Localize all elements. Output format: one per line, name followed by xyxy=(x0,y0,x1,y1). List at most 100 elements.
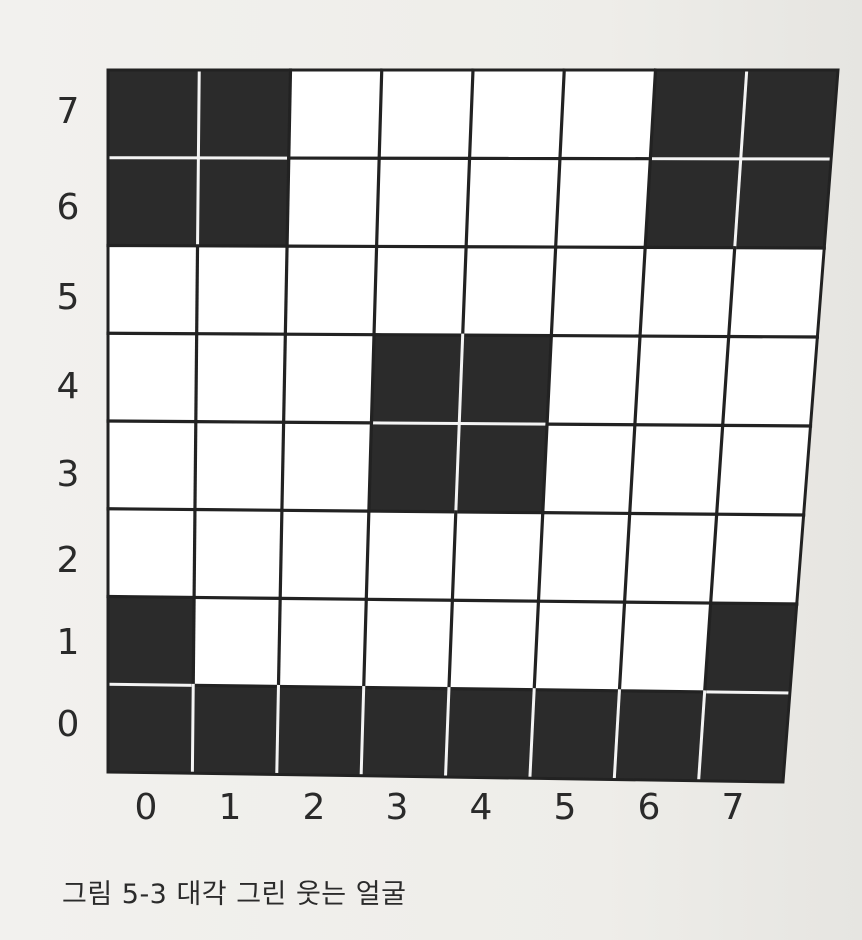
grid-cell-r7-c6-filled xyxy=(650,70,747,159)
grid-cell-r0-c2-filled xyxy=(276,686,364,776)
grid-cell-r5-c2-empty xyxy=(285,246,377,335)
grid-line xyxy=(532,688,622,693)
row-label-3: 3 xyxy=(56,454,80,495)
grid-line xyxy=(633,423,725,427)
grid-cell-r2-c4-empty xyxy=(452,511,543,602)
grid-cell-r7-c4-empty xyxy=(469,70,565,159)
grid-line xyxy=(280,420,286,512)
grid-line-light xyxy=(359,685,366,778)
grid-cell-r6-c7-filled xyxy=(734,158,832,248)
grid-cell-r7-c5-empty xyxy=(559,70,656,159)
grid-line xyxy=(447,687,536,692)
grid-line xyxy=(617,689,707,694)
col-label-6: 6 xyxy=(637,787,661,828)
grid-cell-r7-c3-empty xyxy=(379,70,473,159)
grid-line-light xyxy=(528,688,536,780)
grid-line xyxy=(367,421,374,513)
grid-cell-r0-c7-filled xyxy=(698,691,790,782)
grid-cell-r5-c1-empty xyxy=(196,245,288,335)
grid-line xyxy=(633,334,642,427)
grid-line xyxy=(715,512,806,517)
row-label-7: 7 xyxy=(56,91,80,132)
col-label-5: 5 xyxy=(553,787,577,828)
grid-line xyxy=(447,598,455,691)
grid-cell-r5-c3-empty xyxy=(374,246,467,336)
grid-cell-r2-c1-empty xyxy=(194,509,282,599)
grid-line xyxy=(278,596,368,601)
grid-cell-r0-c4-filled xyxy=(445,688,535,779)
grid-line xyxy=(648,68,658,161)
grid-line xyxy=(536,510,545,603)
grid-cell-r6-c3-empty xyxy=(376,158,470,247)
grid-line xyxy=(714,423,725,516)
grid-cell-r4-c3-filled xyxy=(371,334,463,424)
grid-cell-r1-c6-empty xyxy=(619,602,711,692)
grid-line xyxy=(536,599,627,604)
col-label-3: 3 xyxy=(385,787,409,828)
col-label-7: 7 xyxy=(721,787,745,828)
grid-line-light xyxy=(443,687,451,779)
grid-cell-r2-c7-empty xyxy=(710,514,804,604)
grid-line-light xyxy=(275,684,280,777)
grid-line xyxy=(276,684,366,690)
grid-line xyxy=(283,244,289,336)
grid-line xyxy=(622,511,632,604)
grid-line xyxy=(628,511,719,516)
grid-cell-r5-c6-empty xyxy=(640,247,735,337)
grid-cell-r0-c6-filled xyxy=(614,690,705,781)
grid-line xyxy=(280,508,371,513)
grid-line xyxy=(287,68,293,160)
grid-line xyxy=(367,509,458,514)
col-label-2: 2 xyxy=(302,787,326,828)
col-label-4: 4 xyxy=(469,787,493,828)
grid-line xyxy=(726,245,737,339)
grid-cell-r1-c0-filled xyxy=(108,596,195,686)
row-label-4: 4 xyxy=(56,366,80,407)
grid-line-light xyxy=(457,333,465,426)
grid-line xyxy=(374,156,381,249)
grid-cell-r4-c7-empty xyxy=(722,336,818,426)
grid-cell-r2-c2-empty xyxy=(280,510,369,600)
grid-cell-r6-c0-filled xyxy=(108,157,199,246)
grid-line xyxy=(622,600,713,605)
grid-cell-r1-c5-empty xyxy=(534,601,625,691)
grid-cell-r3-c7-empty xyxy=(716,425,811,515)
grid-line xyxy=(281,332,287,424)
grid-line xyxy=(194,332,199,424)
grid-cell-r3-c0-empty xyxy=(108,421,196,510)
grid-line xyxy=(532,599,541,692)
grid-line xyxy=(372,244,379,337)
grid-cell-r2-c0-empty xyxy=(108,508,195,598)
grid-line xyxy=(643,156,653,250)
grid-cell-r4-c4-filled xyxy=(459,335,552,425)
grid-line xyxy=(464,156,472,249)
grid-cell-r4-c6-empty xyxy=(634,336,729,426)
grid-line-light xyxy=(196,156,200,248)
grid-cell-r4-c5-empty xyxy=(547,335,641,425)
grid-cell-r1-c4-empty xyxy=(448,600,539,690)
grid-cell-r4-c2-empty xyxy=(283,334,375,423)
grid-line xyxy=(702,601,713,694)
grid-line xyxy=(285,156,291,248)
grid-line xyxy=(721,423,813,428)
grid-cell-r3-c3-filled xyxy=(368,422,460,512)
grid-cell-r5-c0-empty xyxy=(108,245,198,334)
grid-line xyxy=(192,595,282,600)
grid-line xyxy=(545,333,554,426)
grid-cell-r6-c5-empty xyxy=(555,158,651,248)
grid-cell-r3-c4-filled xyxy=(455,423,548,513)
grid-line xyxy=(450,510,458,602)
grid-line xyxy=(193,420,198,512)
grid-cell-r0-c1-filled xyxy=(192,685,279,775)
grid-line xyxy=(276,596,282,689)
grid-line xyxy=(617,600,627,693)
grid-cell-r6-c4-empty xyxy=(466,158,560,248)
grid-line xyxy=(195,244,200,336)
grid-line xyxy=(364,597,454,602)
grid-line xyxy=(364,509,371,601)
grid-line xyxy=(541,511,632,516)
grid-cell-r2-c3-empty xyxy=(366,511,456,601)
grid-line xyxy=(191,595,196,687)
grid-cell-r7-c1-filled xyxy=(198,70,291,159)
